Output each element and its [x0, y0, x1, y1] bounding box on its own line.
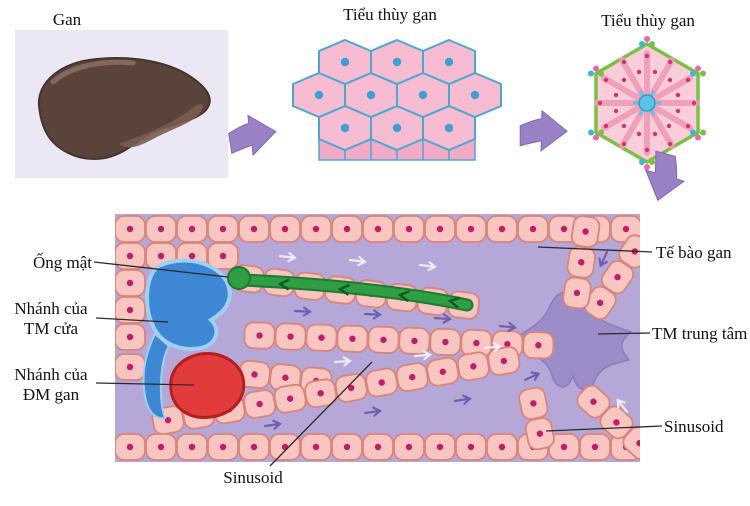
central-vein [509, 291, 633, 390]
panel-title-liver: Gan [52, 10, 82, 29]
label-portal-vein-branch: Nhánh của TM cửa [8, 299, 94, 339]
bile-duct [227, 266, 474, 312]
hexagon-cells [292, 39, 502, 151]
nuclei-dots [597, 53, 697, 153]
panel-title-lobule-3d: Tiểu thùy gan [343, 5, 437, 24]
liver-shape [37, 56, 211, 160]
label-hepatocyte: Tế bào gan [656, 243, 732, 262]
label-portal-line1: Nhánh của [14, 299, 88, 318]
lobule-3d-illustration [292, 39, 502, 161]
arrow-right-icon [228, 114, 277, 157]
lobule-microanatomy-illustration [115, 214, 640, 462]
arrow-down-icon [644, 150, 686, 201]
label-bile-duct: Ống mật [32, 253, 92, 272]
hepatocyte-left-edge [115, 269, 146, 381]
hepatic-artery-branch [169, 351, 246, 419]
label-sinusoid-bottom: Sinusoid [223, 468, 283, 487]
label-portal-line2: TM cửa [23, 319, 79, 339]
arrow-right-icon [519, 109, 568, 152]
panel-title-lobule-cross: Tiểu thùy gan [601, 11, 695, 30]
portal-triad-corner-dots [588, 36, 706, 170]
central-vein-dot [633, 90, 661, 116]
bile-flow-chevrons [277, 278, 461, 309]
hepatocyte-cord-bottom [115, 433, 640, 461]
label-central-vein: TM trung tâm [652, 324, 748, 343]
hepatocyte-cord-top [115, 215, 640, 243]
label-artery-line1: Nhánh của [14, 365, 88, 384]
liver-illustration [15, 30, 228, 178]
label-sinusoid-right: Sinusoid [664, 417, 724, 436]
label-hepatic-artery-branch: Nhánh của ĐM gan [8, 365, 94, 405]
lobule-cross-illustration [588, 36, 706, 170]
label-artery-line2: ĐM gan [22, 385, 80, 405]
